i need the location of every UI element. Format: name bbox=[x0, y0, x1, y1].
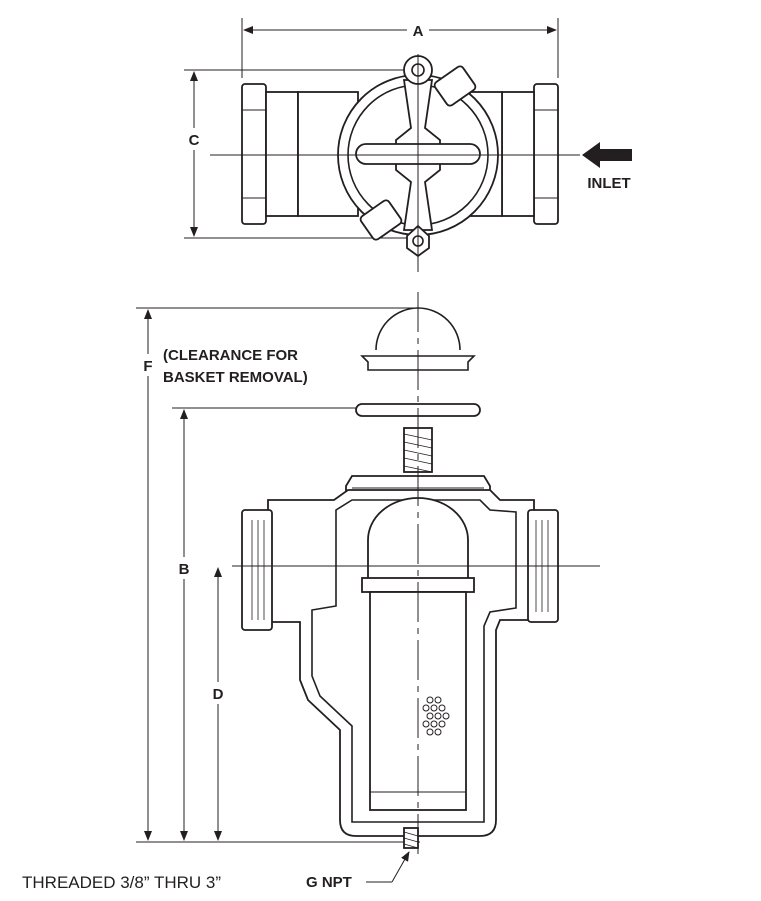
dim-f-label-bg bbox=[137, 354, 159, 376]
dim-c-label-bg bbox=[184, 128, 206, 150]
clearance-label-line2: BASKET REMOVAL) bbox=[163, 369, 308, 386]
dim-c-label: C bbox=[189, 132, 200, 149]
top-left-collar bbox=[265, 91, 299, 217]
g-npt-leader-arrow bbox=[391, 851, 410, 883]
dim-f-label: F bbox=[143, 358, 152, 375]
dim-d-label: D bbox=[213, 686, 224, 703]
dim-a-label: A bbox=[413, 23, 424, 40]
basket-perforations bbox=[422, 696, 450, 736]
drain-plug-threads bbox=[403, 831, 419, 849]
top-right-hex-end bbox=[533, 83, 559, 225]
clamp-knob-bottom bbox=[359, 199, 403, 241]
side-view: F (CLEARANCE FOR BASKET REMOVAL) B D bbox=[22, 292, 600, 892]
dim-a-label-bg bbox=[407, 20, 429, 40]
left-port-threads bbox=[251, 520, 265, 620]
top-left-hex-end bbox=[241, 83, 267, 225]
dim-b-label-bg bbox=[173, 557, 195, 579]
dim-d-label-bg bbox=[207, 682, 229, 704]
top-right-collar bbox=[501, 91, 535, 217]
g-npt-label: G NPT bbox=[306, 874, 352, 891]
strainer-body-inner-wall bbox=[311, 499, 517, 823]
left-port-hex bbox=[241, 509, 273, 631]
inlet-arrow-icon bbox=[582, 142, 632, 168]
clearance-basket-rim bbox=[360, 355, 476, 371]
dim-b-label: B bbox=[179, 561, 190, 578]
top-view: A C bbox=[184, 18, 632, 272]
clamp-knob-top bbox=[433, 65, 477, 107]
threaded-size-caption: THREADED 3/8” THRU 3” bbox=[22, 873, 221, 892]
inlet-label: INLET bbox=[587, 175, 630, 192]
clearance-label-line1: (CLEARANCE FOR bbox=[163, 347, 298, 364]
